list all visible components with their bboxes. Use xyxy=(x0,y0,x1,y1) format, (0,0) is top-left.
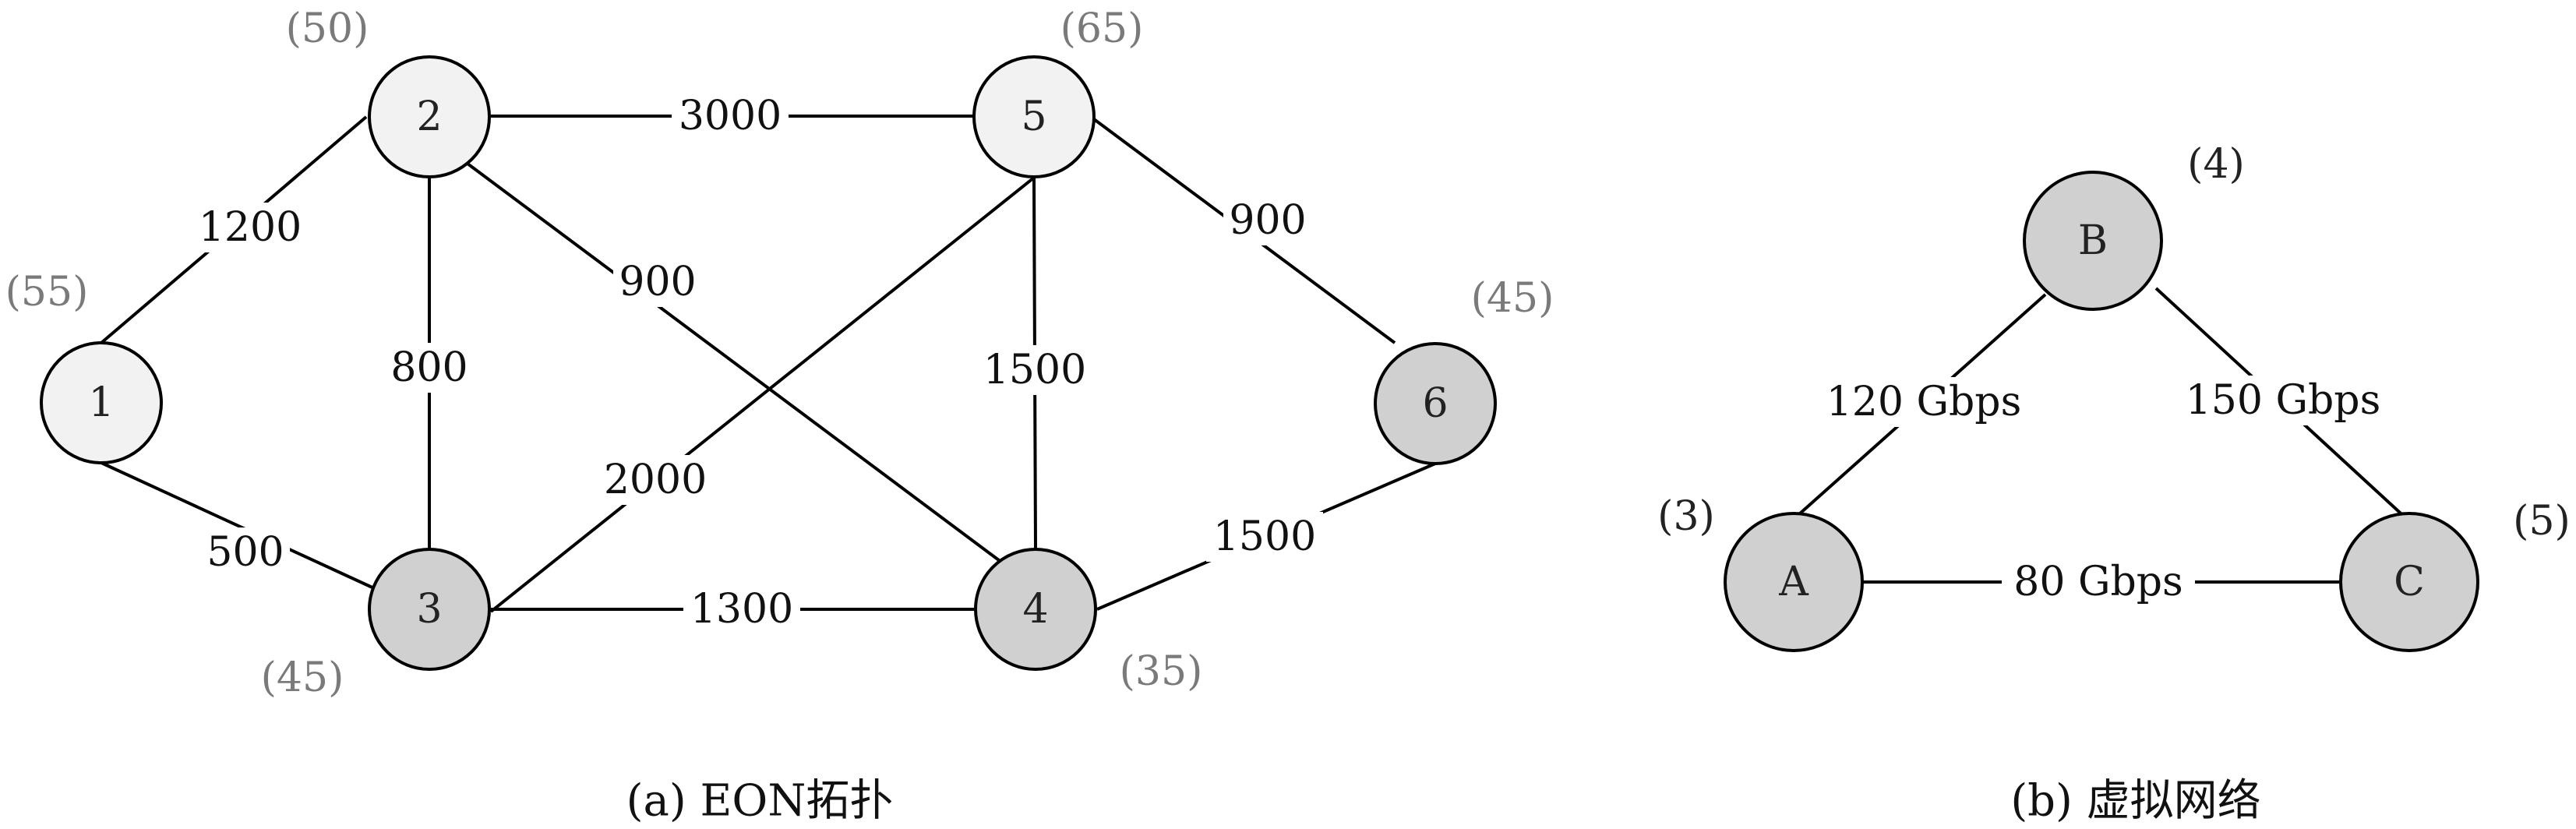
vn-edge-label-a-c: 80 Gbps xyxy=(2002,557,2195,607)
eon-edge-label-3-5: 2000 xyxy=(597,455,714,505)
vn-node-b: B xyxy=(2023,171,2163,311)
vn-node-a-capacity: (3) xyxy=(1657,493,1715,540)
svg-text:1500: 1500 xyxy=(1213,513,1316,560)
vn-edge-label-b-c: 150 Gbps xyxy=(2175,376,2391,425)
eon-node-4: 4 xyxy=(974,548,1097,671)
vn-node-c: C xyxy=(2339,512,2479,652)
svg-text:900: 900 xyxy=(1229,197,1306,244)
svg-text:80 Gbps: 80 Gbps xyxy=(2013,559,2183,605)
svg-text:3000: 3000 xyxy=(679,93,782,139)
eon-node-4-capacity: (35) xyxy=(1120,648,1203,695)
svg-text:120 Gbps: 120 Gbps xyxy=(1826,379,2022,425)
eon-node-1-capacity: (55) xyxy=(5,269,89,316)
svg-text:2: 2 xyxy=(416,93,442,140)
eon-edge-label-5-6: 900 xyxy=(1223,196,1312,245)
vn-edge-label-a-b: 120 Gbps xyxy=(1816,377,2031,427)
svg-text:3: 3 xyxy=(416,586,442,633)
eon-edge-3-5 xyxy=(489,176,1036,613)
eon-edge-label-1-3: 500 xyxy=(201,527,290,577)
svg-text:C: C xyxy=(2394,559,2425,605)
svg-text:1200: 1200 xyxy=(199,204,302,251)
eon-edge-label-2-5: 3000 xyxy=(672,91,789,141)
eon-node-3-capacity: (45) xyxy=(261,654,344,701)
virtual-network: 120 Gbps 150 Gbps 80 Gbps A B C (3) (4) … xyxy=(1657,141,2571,827)
svg-text:150 Gbps: 150 Gbps xyxy=(2186,377,2381,424)
svg-text:900: 900 xyxy=(619,259,696,305)
eon-node-3: 3 xyxy=(368,548,491,671)
eon-node-5: 5 xyxy=(972,55,1096,178)
svg-text:4: 4 xyxy=(1022,586,1048,633)
svg-text:A: A xyxy=(1778,559,1809,605)
eon-edge-label-1-2: 1200 xyxy=(192,203,309,252)
vn-node-b-capacity: (4) xyxy=(2187,141,2245,188)
svg-text:6: 6 xyxy=(1422,380,1448,427)
eon-edge-label-3-4: 1300 xyxy=(683,584,800,634)
eon-node-6-capacity: (45) xyxy=(1471,275,1554,322)
vn-node-a: A xyxy=(1724,512,1864,652)
eon-edge-2-4 xyxy=(466,162,1007,566)
svg-text:B: B xyxy=(2078,217,2108,264)
eon-node-2: 2 xyxy=(368,55,491,178)
eon-caption: (a) EON拓扑 xyxy=(626,776,894,827)
eon-node-5-capacity: (65) xyxy=(1060,5,1144,52)
eon-node-1: 1 xyxy=(40,341,163,464)
vn-caption: (b) 虚拟网络 xyxy=(2010,776,2260,827)
eon-edge-label-4-6: 1500 xyxy=(1206,512,1323,562)
eon-node-6: 6 xyxy=(1374,342,1497,465)
vn-node-c-capacity: (5) xyxy=(2513,498,2571,545)
svg-text:5: 5 xyxy=(1021,93,1046,140)
eon-node-2-capacity: (50) xyxy=(286,5,369,52)
eon-edge-label-2-3: 800 xyxy=(385,343,474,393)
svg-text:1300: 1300 xyxy=(690,586,793,633)
svg-text:1: 1 xyxy=(88,379,114,426)
eon-topology: 1200 500 800 3000 900 2000 1300 1500 xyxy=(5,5,1554,827)
eon-edge-label-5-4: 1500 xyxy=(976,345,1093,395)
svg-text:800: 800 xyxy=(390,344,468,391)
eon-edge-label-2-4: 900 xyxy=(613,257,702,307)
svg-text:1500: 1500 xyxy=(983,347,1086,393)
svg-text:500: 500 xyxy=(206,529,284,576)
svg-text:2000: 2000 xyxy=(604,457,707,503)
eon-edge-1-3 xyxy=(101,461,375,590)
